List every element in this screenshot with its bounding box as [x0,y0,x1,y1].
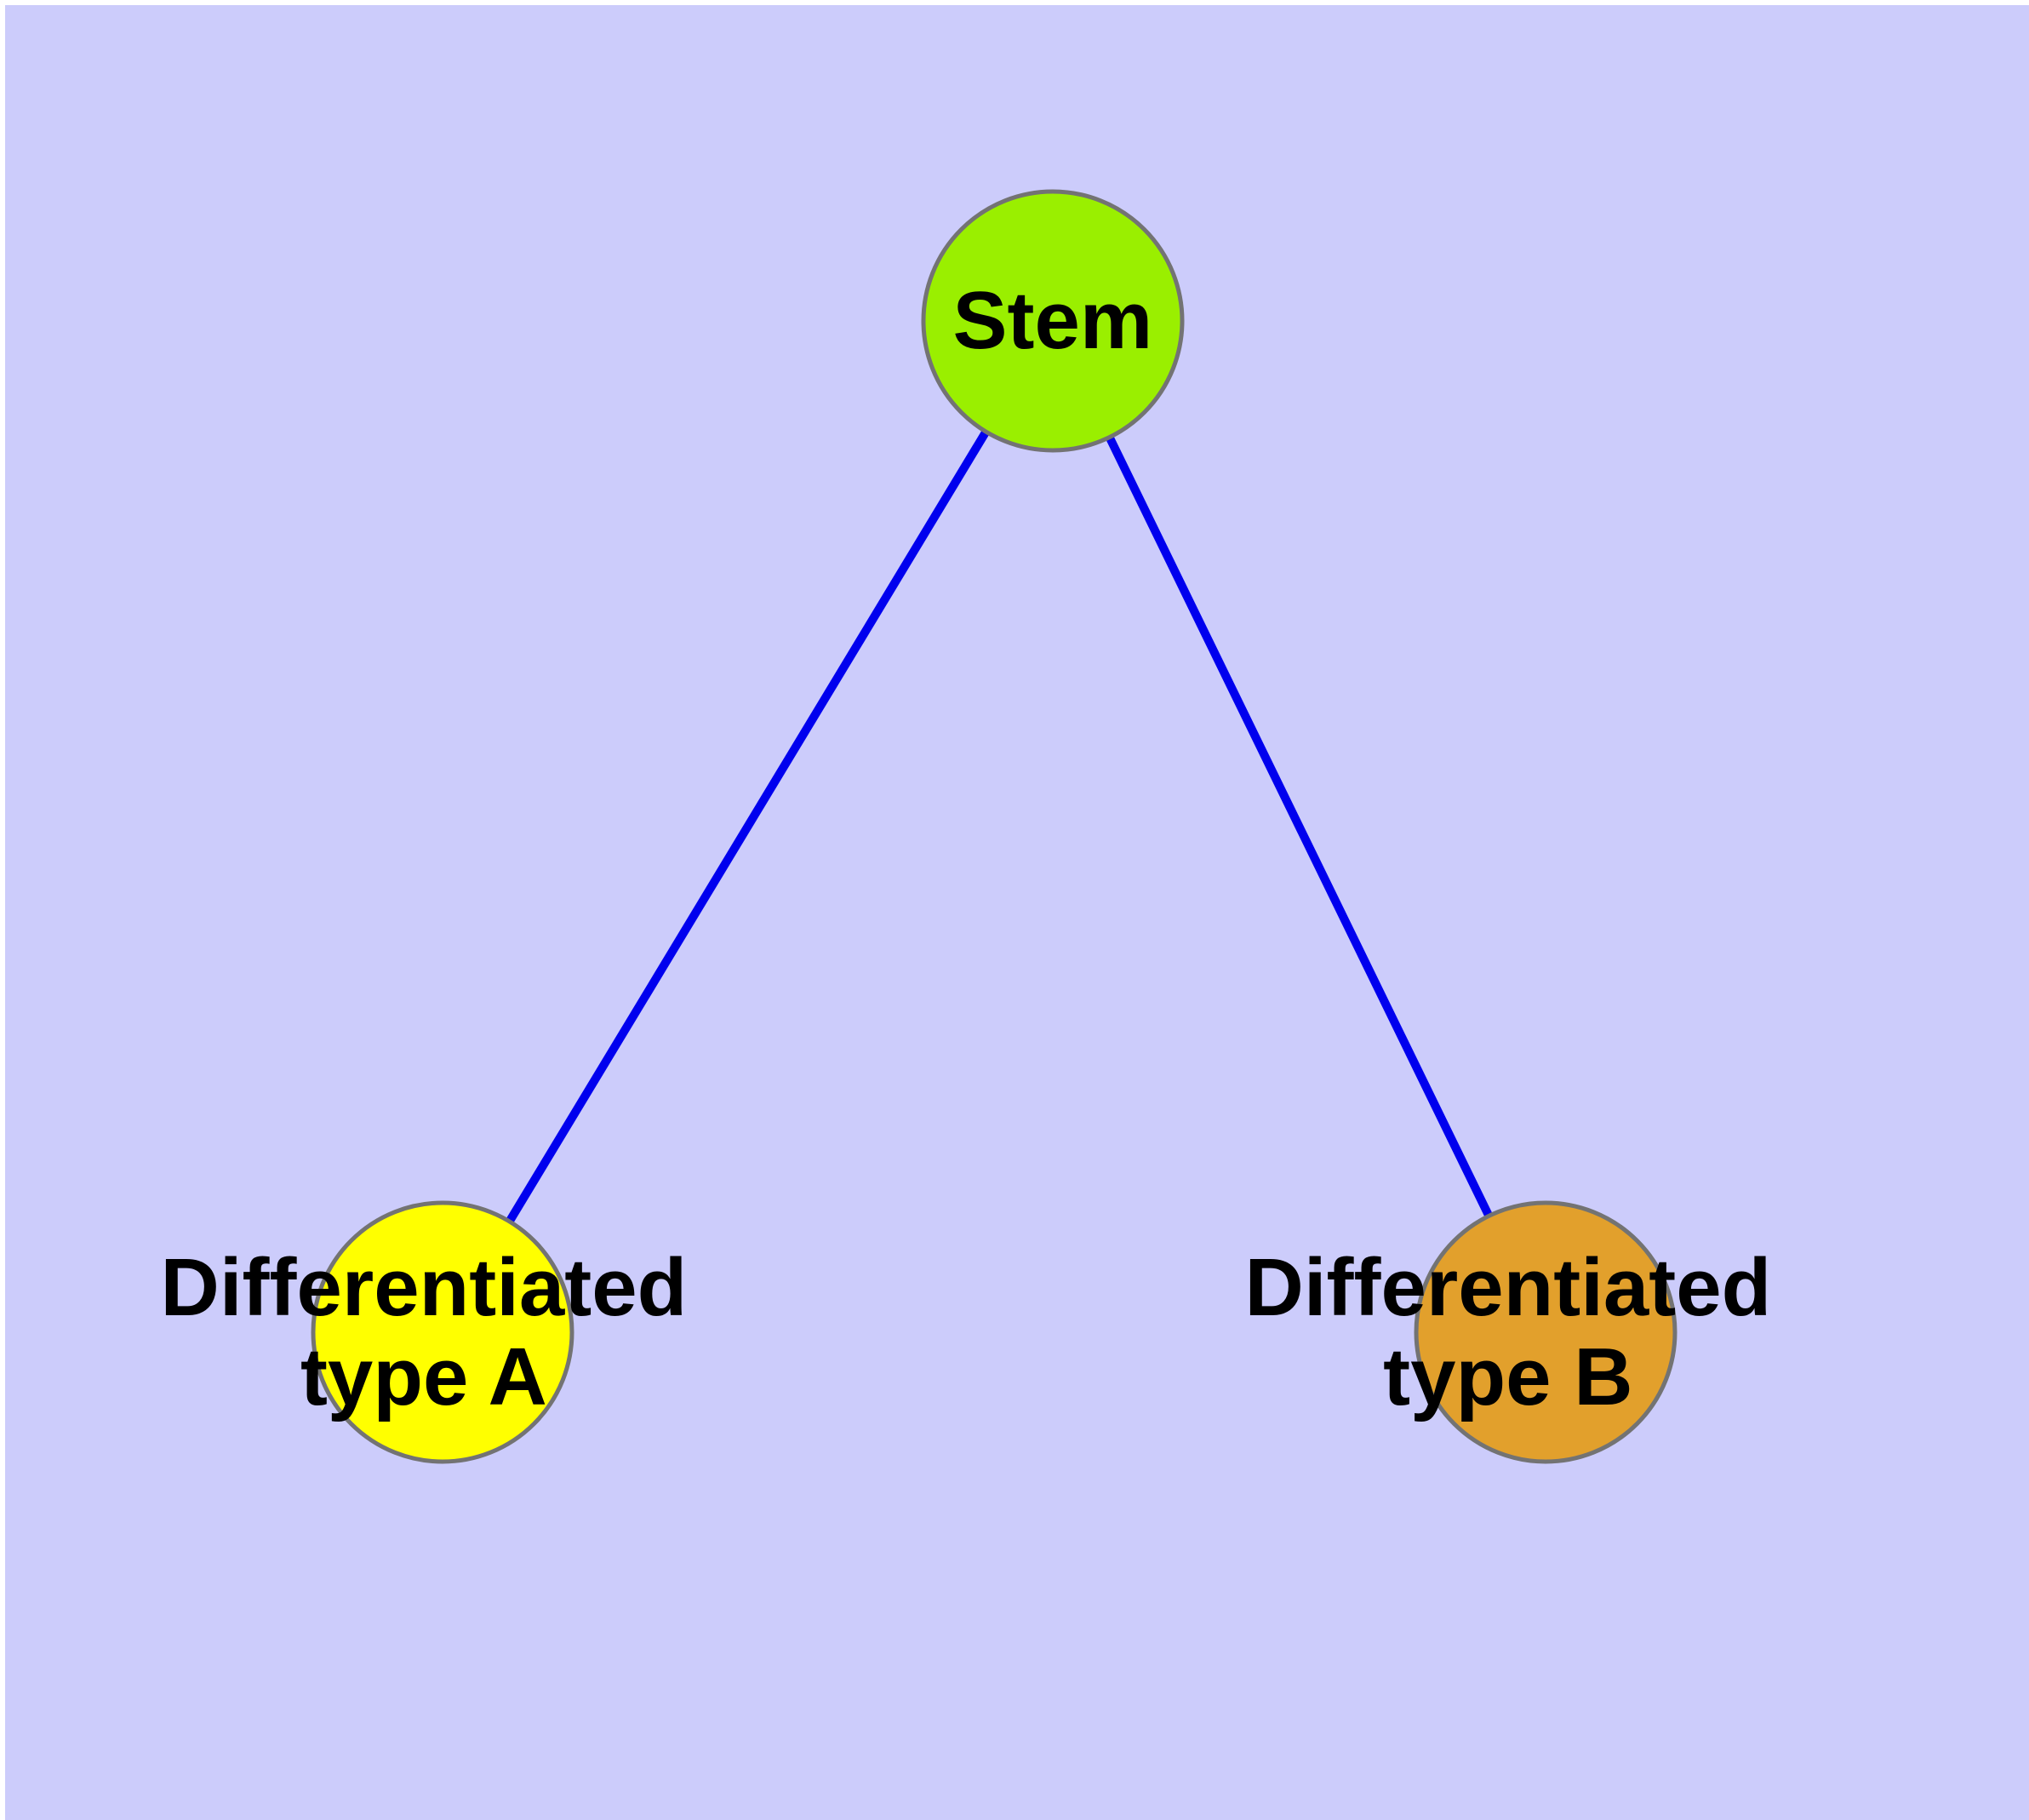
node-layer [311,189,1677,1464]
graph-node-diff_a[interactable] [311,1200,574,1464]
graph-node-stem[interactable] [921,189,1185,453]
edge-layer [438,318,1550,1335]
graph-node-diff_b[interactable] [1414,1200,1677,1464]
graph-edge-stem-to-b [1049,318,1550,1335]
graph-edge-stem-to-a [438,318,1057,1335]
